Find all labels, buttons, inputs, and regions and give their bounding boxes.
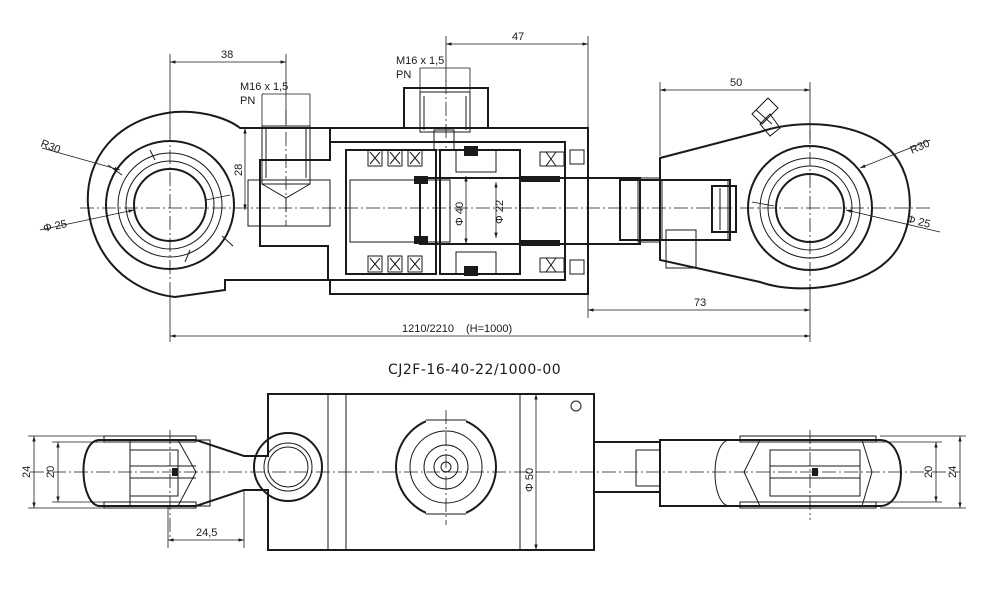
dim-38: 38 <box>221 49 233 61</box>
dim-tube-dia: Φ 50 <box>524 468 536 492</box>
dim-28: 28 <box>233 164 245 176</box>
drawing-title: CJ2F-16-40-22/1000-00 <box>388 362 561 378</box>
right-eye-body <box>659 123 911 290</box>
dim-overall: 1210/2210 <box>402 323 454 335</box>
dim-center-pn: PN <box>396 69 411 81</box>
dim-left-eye-offset: 24,5 <box>196 527 217 539</box>
dim-left-thread: M16 x 1,5 <box>240 81 288 93</box>
dim-50: 50 <box>730 77 742 89</box>
dim-stroke-note: (H=1000) <box>466 323 512 335</box>
dim-center-thread: M16 x 1,5 <box>396 55 444 67</box>
piston <box>439 149 521 275</box>
dim-rod-dia: Φ 22 <box>494 200 506 224</box>
dim-left-radius: R30 <box>39 138 62 157</box>
dim-73: 73 <box>694 297 706 309</box>
plan-view: 24 20 24,5 Φ 50 20 24 <box>21 393 966 551</box>
center-port-block <box>403 87 489 129</box>
dim-left-width-outer: 24 <box>21 466 33 478</box>
dim-right-width-inner: 20 <box>923 466 935 478</box>
gland <box>345 149 437 275</box>
left-eye-body <box>86 110 331 299</box>
piston-rod <box>419 177 641 245</box>
grease-nipple <box>751 97 781 137</box>
section-view: 38 M16 x 1,5 PN 28 M16 x 1,5 PN 47 50 R3… <box>39 31 941 342</box>
dim-right-width-outer: 24 <box>947 466 959 478</box>
dim-left-width-inner: 20 <box>45 466 57 478</box>
dim-left-pn: PN <box>240 95 255 107</box>
dim-right-bore: Φ 25 <box>905 213 931 230</box>
dim-47: 47 <box>512 31 524 43</box>
dim-left-bore: Φ 25 <box>42 218 68 235</box>
left-port-boss <box>253 432 323 502</box>
dim-piston-dia: Φ 40 <box>454 202 466 226</box>
cylinder-tube <box>329 127 589 295</box>
